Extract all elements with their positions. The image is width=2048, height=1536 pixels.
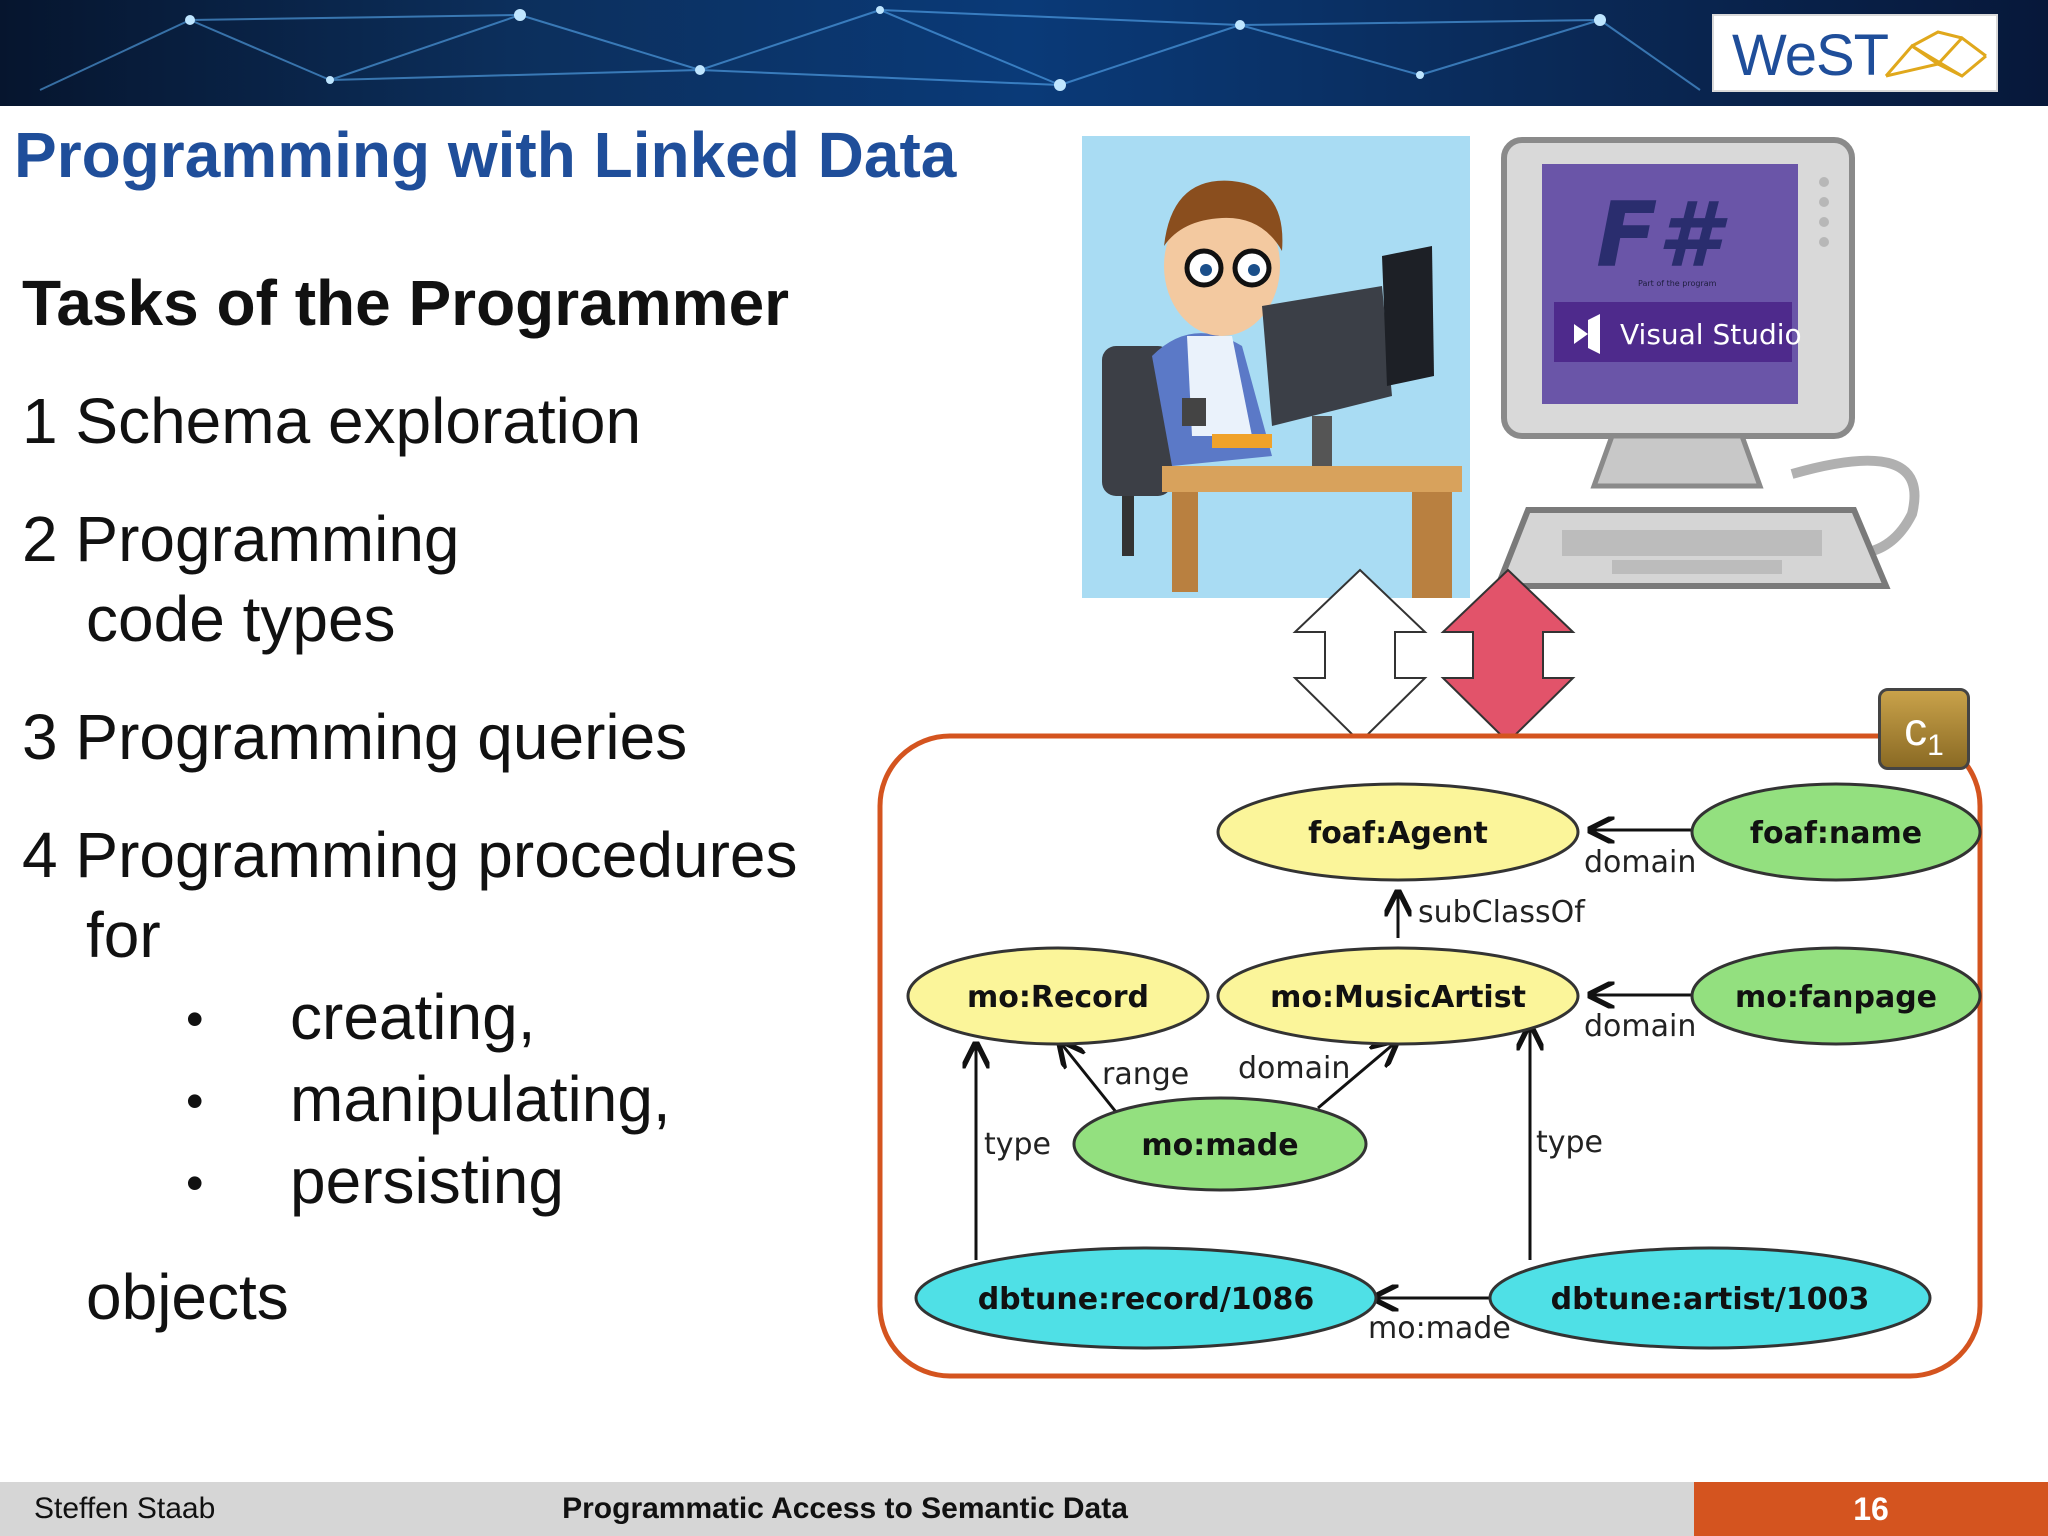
context-badge-subscript: 1: [1927, 729, 1944, 763]
label-mo-made: mo:made: [1141, 1128, 1298, 1163]
header-banner: WeST: [0, 0, 2048, 106]
task-2: 2 Programming: [22, 503, 460, 575]
visual-studio-label: Visual Studio: [1620, 318, 1802, 351]
label-foaf-name: foaf:name: [1750, 816, 1922, 851]
double-arrow-red-icon: [1440, 568, 1576, 744]
label-mo-musicartist: mo:MusicArtist: [1270, 980, 1526, 1015]
section-heading: Tasks of the Programmer: [22, 267, 790, 339]
edge-label-type: type: [984, 1127, 1051, 1162]
context-frame: [877, 733, 1983, 1379]
bullet-icon: •: [186, 991, 204, 1047]
node-mo-fanpage: [1690, 946, 1982, 1046]
task-1: 1 Schema exploration: [22, 385, 642, 457]
fsharp-caption: Part of the program: [1638, 279, 1717, 288]
node-foaf-agent: [1216, 782, 1580, 882]
page-number: 16: [1694, 1482, 2048, 1536]
context-badge-letter: c: [1904, 703, 1928, 755]
bullet-icon: •: [186, 1155, 204, 1211]
task-4: 4 Programming procedures: [22, 819, 798, 891]
edge-label-subclassof: subClassOf: [1418, 895, 1586, 930]
computer-illustration: F# Part of the program Visual Studio: [1493, 137, 1920, 589]
label-dbtune-artist: dbtune:artist/1003: [1551, 1282, 1870, 1317]
bullet-icon: •: [186, 1073, 204, 1129]
task-4-detail: for: [86, 899, 161, 971]
network-background-graphic: [39, 6, 1701, 91]
node-dbtune-record: [914, 1246, 1378, 1350]
visual-studio-icon: [1574, 324, 1588, 344]
logo-text: WeST: [1732, 23, 1889, 88]
subtask-manipulating: manipulating,: [290, 1063, 671, 1135]
footer-bar: Steffen Staab Programmatic Access to Sem…: [0, 1482, 2048, 1536]
programmer-illustration: [1082, 136, 1470, 598]
double-arrow-white-icon: [1292, 568, 1428, 744]
edge-label-domain: domain: [1584, 1009, 1696, 1044]
label-mo-record: mo:Record: [967, 980, 1149, 1015]
label-dbtune-record: dbtune:record/1086: [978, 1282, 1315, 1317]
label-mo-fanpage: mo:fanpage: [1735, 980, 1937, 1015]
node-dbtune-artist: [1488, 1246, 1932, 1350]
edge-label-range: range: [1102, 1057, 1189, 1092]
slide-title: Programming with Linked Data: [14, 119, 957, 191]
rdf-schema-diagram: foaf:Agent foaf:name mo:Record mo:MusicA…: [877, 568, 1983, 1379]
edge-label-type: type: [1536, 1125, 1603, 1160]
task-2-detail: code types: [86, 583, 396, 655]
node-mo-musicartist: [1216, 946, 1580, 1046]
node-mo-record: [906, 946, 1210, 1046]
task-4-object: objects: [86, 1261, 289, 1333]
west-logo: WeST: [1712, 14, 1998, 92]
footer-author: Steffen Staab: [34, 1492, 216, 1525]
edge-label-domain: domain: [1238, 1051, 1350, 1086]
task-3: 3 Programming queries: [22, 701, 688, 773]
edge-label-domain: domain: [1584, 845, 1696, 880]
context-badge: c1: [1878, 688, 1970, 770]
node-foaf-name: [1690, 782, 1982, 882]
node-mo-made: [1072, 1096, 1368, 1192]
label-foaf-agent: foaf:Agent: [1308, 816, 1488, 851]
edge-label-mo-made: mo:made: [1368, 1311, 1511, 1346]
fsharp-logo: F#: [1596, 183, 1728, 288]
footer-title: Programmatic Access to Semantic Data: [562, 1492, 1128, 1525]
logo-network-icon: [1884, 30, 1987, 78]
subtask-creating: creating,: [290, 981, 536, 1053]
subtask-persisting: persisting: [290, 1145, 564, 1217]
